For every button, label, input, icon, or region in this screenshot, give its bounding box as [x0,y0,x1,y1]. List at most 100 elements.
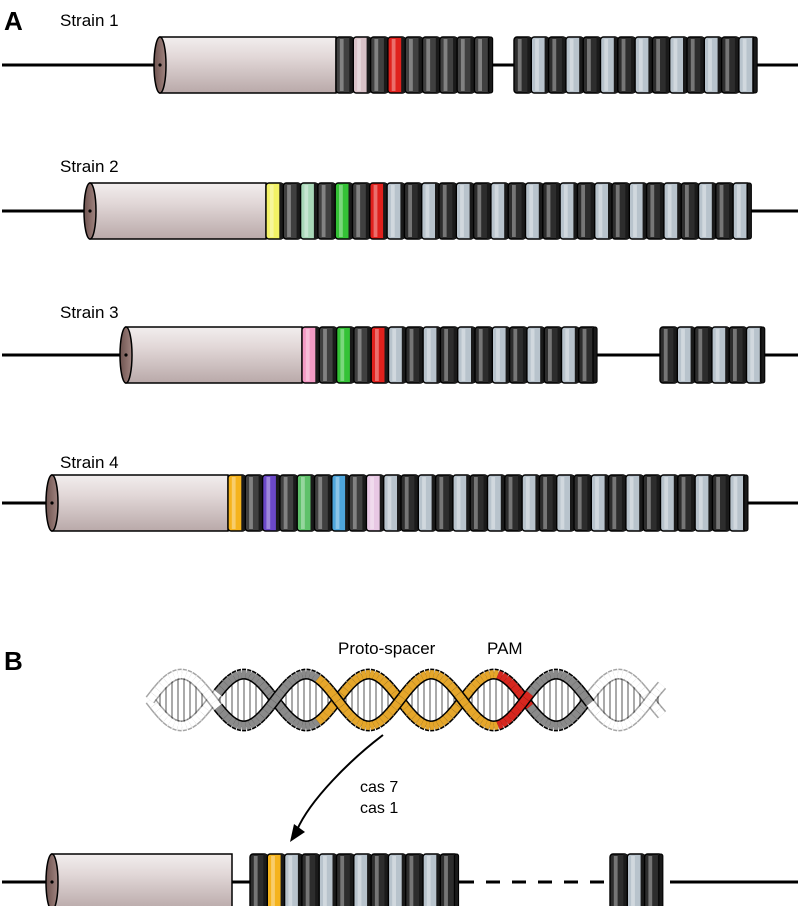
repeat-unit-highlight [615,185,620,237]
arrow-head-icon [290,824,305,842]
strain-label: Strain 1 [60,11,119,30]
strand-b [223,713,233,723]
leader-cap-dot [158,63,162,67]
strand-b [394,694,406,706]
strand-b [439,674,449,684]
strand-b [493,721,499,730]
strand-a [432,720,440,730]
repeat-edge [691,475,696,531]
repeat-edge [471,327,475,383]
strain-label: Strain 4 [60,453,119,472]
strand-a [535,712,545,723]
leader-cap-dot [50,880,54,884]
spacer-unit-highlight [425,185,430,237]
repeat-edge [488,327,493,383]
spacer-unit-highlight [266,477,271,529]
repeat-edge [401,327,406,383]
repeat-edge [348,183,353,239]
repeat-unit-highlight [587,39,591,91]
strand-a [311,718,321,728]
spacer-unit-highlight [340,329,345,381]
spacer-unit-highlight [370,477,375,529]
repeat-unit-highlight [409,329,414,381]
strand-b [567,677,577,687]
repeat-unit-highlight [725,39,730,91]
strand-b [631,711,641,722]
repeat-edge [700,37,705,93]
repeat-unit-highlight [283,477,288,529]
strand-a [590,684,602,695]
repeat-unit-highlight [681,477,686,529]
strand-b [210,699,222,710]
strand-a [531,708,541,719]
strand-a [237,670,243,679]
strand-b [447,682,457,692]
repeat-edge [263,854,268,906]
strand-b [334,698,346,709]
repeat-edge [367,327,372,383]
repeat-unit-highlight [404,477,409,529]
strand-a [322,706,334,717]
spacer-unit-highlight [339,185,343,237]
repeat-edge [665,37,670,93]
strand-a [608,671,616,681]
repeat-edge [310,475,315,531]
strain-label: Strain 2 [60,157,119,176]
repeat-unit-highlight [253,856,258,906]
strand-a [372,671,380,681]
strand-b [531,681,541,692]
repeat-edge [315,854,320,906]
strand-a [539,716,549,726]
protospacer-label: Proto-spacer [338,639,436,658]
spacer-unit-highlight [387,477,392,529]
strand-b [514,701,526,712]
spacer-unit-highlight [357,39,361,91]
spacer-unit-highlight [667,185,672,237]
strand-b [356,718,364,729]
strain-1: Strain 1 [2,11,798,94]
repeat-edge [327,475,332,531]
strand-a [287,714,297,725]
strand-b [415,673,425,683]
leader-cap-dot [124,353,128,357]
strand-b [237,721,243,730]
strand-a [351,674,361,684]
strand-a [274,701,286,712]
panel-a-letter: A [4,6,23,36]
pam-label: PAM [487,639,523,658]
spacer-unit-highlight [335,477,340,529]
repeat-edge [604,475,609,531]
spacer-unit-highlight [638,39,643,91]
strand-a [251,674,261,684]
strand-b [308,670,316,680]
repeat-edge [556,183,561,239]
repeat-unit-highlight [478,39,483,91]
strand-b [595,710,605,721]
array-end-cap [752,36,758,94]
repeat-edge [677,183,682,239]
repeat-unit-highlight [546,185,551,237]
strand-b [191,676,201,686]
array-end-cap [760,326,766,384]
strand-a [475,675,485,685]
repeat-edge [711,183,716,239]
strand-a [150,702,162,713]
repeat-edge [400,183,405,239]
spacer-unit-highlight [525,477,530,529]
repeat-edge [717,37,722,93]
strand-a [202,700,214,711]
repeat-edge [365,183,370,239]
strand-b [627,715,637,726]
repeat-unit-highlight [517,39,522,91]
repeat-edge [383,37,388,93]
strand-a [466,683,478,694]
strand-a [499,672,509,683]
strand-b [259,708,269,719]
strand-a [623,672,633,682]
repeat-edge [452,183,457,239]
repeat-unit-highlight [305,856,310,906]
spacer-unit-highlight [271,856,275,906]
strand-b [375,717,385,727]
strand-b [646,692,658,703]
spacer-unit-highlight [269,185,274,237]
